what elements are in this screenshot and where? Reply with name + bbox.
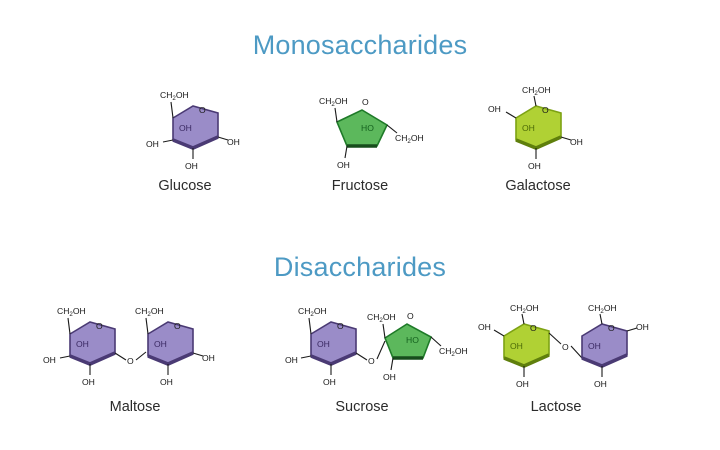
lactose-galactose-bond-upper-oh bbox=[493, 329, 505, 337]
molecule-glucose: CH2OH O OH OH OH OH bbox=[138, 80, 248, 175]
sucrose-linkage-bond-right bbox=[376, 340, 386, 360]
glucose-label-ch2oh: CH2OH bbox=[160, 90, 189, 102]
lactose-glucose-label-inner-oh: OH bbox=[588, 341, 601, 351]
lactose-galactose-label-inner-oh: OH bbox=[510, 341, 523, 351]
lactose-galactose-label-ring-o: O bbox=[530, 323, 537, 333]
glucose-bond-ch2oh bbox=[170, 101, 174, 119]
glucose-label-right-oh: OH bbox=[227, 137, 240, 147]
label-sucrose: Sucrose bbox=[335, 399, 389, 415]
molecule-galactose: CH2OH OH O OH OH OH bbox=[478, 80, 593, 175]
sucrose-linkage-bond-left bbox=[355, 352, 368, 361]
maltose-right-label-oh: OH bbox=[202, 353, 215, 363]
glucose-label-ring-o: O bbox=[199, 105, 206, 115]
lactose-glucose-label-bottom-oh: OH bbox=[594, 379, 607, 389]
sucrose-glucose-bond-oh bbox=[300, 355, 312, 359]
lactose-galactose-label-bottom-oh: OH bbox=[516, 379, 529, 389]
maltose-right-bond-ch2oh bbox=[145, 317, 149, 335]
label-lactose: Lactose bbox=[530, 399, 582, 415]
sucrose-linkage-o: O bbox=[368, 356, 375, 366]
sucrose-ring-fructose bbox=[384, 323, 432, 359]
sucrose-fructose-label-bottom-oh: OH bbox=[383, 372, 396, 382]
lactose-linkage-o: O bbox=[562, 342, 569, 352]
sucrose-fructose-bond-right-ch2oh bbox=[430, 336, 442, 347]
fructose-label-bottom-oh: OH bbox=[337, 160, 350, 170]
sucrose-fructose-bond-bottom-oh bbox=[390, 357, 394, 371]
sucrose-fructose-label-inner-ho: HO bbox=[406, 335, 419, 345]
lactose-linkage-bond-left bbox=[548, 332, 562, 345]
fructose-bond-bottom-oh bbox=[344, 145, 348, 159]
galactose-label-ch2oh: CH2OH bbox=[522, 85, 551, 97]
galactose-bond-ch2oh bbox=[533, 95, 537, 107]
maltose-right-bond-oh bbox=[192, 352, 204, 357]
galactose-label-upper-left-oh: OH bbox=[488, 104, 501, 114]
maltose-left-label-ch2oh: CH2OH bbox=[57, 306, 86, 318]
lactose-galactose-bond-ch2oh bbox=[521, 313, 525, 325]
galactose-bond-upper-left-oh bbox=[505, 111, 517, 119]
molecule-lactose: CH2OH OH O OH OH O CH2OH O OH OH OH bbox=[478, 296, 668, 391]
monosaccharides-heading: Monosaccharides bbox=[252, 30, 468, 60]
maltose-linkage-bond-right bbox=[135, 351, 147, 361]
fructose-bond-right-ch2oh bbox=[386, 124, 398, 134]
maltose-left-label-bottom-oh: OH bbox=[82, 377, 95, 387]
maltose-left-label-oh: OH bbox=[43, 355, 56, 365]
maltose-right-label-bottom-oh: OH bbox=[160, 377, 173, 387]
label-galactose: Galactose bbox=[505, 178, 571, 194]
fructose-bond-ch2oh bbox=[334, 107, 338, 123]
fructose-label-inner-ho: HO bbox=[361, 123, 374, 133]
molecule-sucrose: CH2OH O OH OH OH O CH2OH O HO CH2OH OH bbox=[285, 296, 475, 391]
fructose-label-right-ch2oh: CH2OH bbox=[395, 133, 424, 145]
sucrose-glucose-label-inner-oh: OH bbox=[317, 339, 330, 349]
lactose-glucose-label-right-oh: OH bbox=[636, 322, 649, 332]
glucose-bond-left-oh bbox=[162, 139, 174, 143]
disaccharides-heading: Disaccharides bbox=[273, 252, 447, 282]
label-glucose: Glucose bbox=[158, 178, 212, 194]
maltose-left-label-ring-o: O bbox=[96, 321, 103, 331]
maltose-right-label-inner-oh: OH bbox=[154, 339, 167, 349]
fructose-label-ring-o: O bbox=[362, 97, 369, 107]
glucose-bond-right-oh bbox=[217, 136, 229, 141]
galactose-label-inner-oh: OH bbox=[522, 123, 535, 133]
maltose-left-bond-ch2oh bbox=[67, 317, 71, 335]
lactose-galactose-label-ch2oh: CH2OH bbox=[510, 303, 539, 315]
sucrose-glucose-bond-ch2oh bbox=[308, 317, 312, 335]
molecule-fructose: CH2OH O HO CH2OH OH bbox=[305, 88, 424, 178]
molecule-maltose: CH2OH O OH OH OH O CH2OH O OH OH OH bbox=[42, 296, 232, 391]
glucose-label-bottom-oh: OH bbox=[185, 161, 198, 171]
lactose-glucose-label-ch2oh: CH2OH bbox=[588, 303, 617, 315]
label-fructose: Fructose bbox=[331, 178, 389, 194]
maltose-linkage-bond-left bbox=[114, 352, 127, 361]
galactose-label-ring-o: O bbox=[542, 105, 549, 115]
maltose-left-label-inner-oh: OH bbox=[76, 339, 89, 349]
sucrose-fructose-label-right-ch2oh: CH2OH bbox=[439, 346, 468, 358]
galactose-label-right-oh: OH bbox=[570, 137, 583, 147]
glucose-label-inner-oh: OH bbox=[179, 123, 192, 133]
galactose-label-bottom-oh: OH bbox=[528, 161, 541, 171]
maltose-linkage-o: O bbox=[127, 356, 134, 366]
label-maltose: Maltose bbox=[109, 399, 161, 415]
maltose-right-label-ring-o: O bbox=[174, 321, 181, 331]
lactose-glucose-label-ring-o: O bbox=[608, 323, 615, 333]
maltose-right-label-ch2oh: CH2OH bbox=[135, 306, 164, 318]
sucrose-fructose-bond-ch2oh bbox=[382, 323, 386, 339]
lactose-glucose-bond-right-oh bbox=[626, 327, 638, 332]
galactose-bond-right-oh bbox=[560, 136, 572, 141]
glucose-label-left-oh: OH bbox=[146, 139, 159, 149]
sucrose-fructose-label-ch2oh: CH2OH bbox=[367, 312, 396, 324]
fructose-ring bbox=[335, 109, 389, 147]
sucrose-glucose-label-oh: OH bbox=[285, 355, 298, 365]
sucrose-glucose-label-ring-o: O bbox=[337, 321, 344, 331]
fructose-label-ch2oh: CH2OH bbox=[319, 96, 348, 108]
sucrose-fructose-label-ring-o: O bbox=[407, 311, 414, 321]
lactose-glucose-bond-ch2oh bbox=[599, 313, 603, 325]
sucrose-glucose-label-bottom-oh: OH bbox=[323, 377, 336, 387]
lactose-linkage-bond-right bbox=[570, 345, 583, 359]
sucrose-glucose-label-ch2oh: CH2OH bbox=[298, 306, 327, 318]
lactose-galactose-label-upper-oh: OH bbox=[478, 322, 491, 332]
maltose-left-bond-oh bbox=[59, 355, 71, 359]
